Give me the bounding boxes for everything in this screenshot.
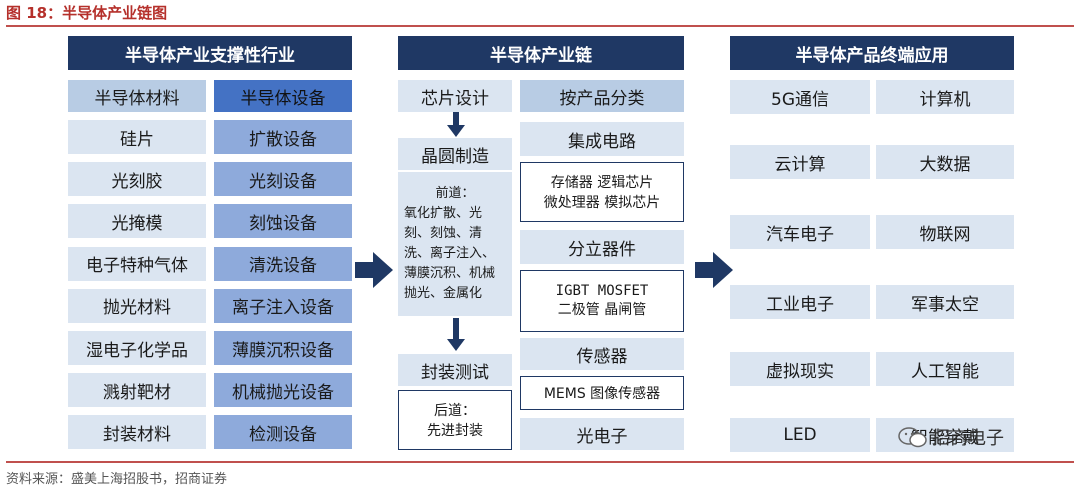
application-item: 虚拟现实: [730, 352, 870, 386]
materials-header: 半导体材料: [68, 80, 206, 112]
figure-title: 图 18：半导体产业链图: [6, 4, 168, 22]
front-end-title: 前道：: [435, 186, 475, 201]
watermark-text: 招商电子: [932, 428, 1004, 449]
optoelectronics-box: 光电子: [520, 418, 684, 450]
sensor-box: 传感器: [520, 338, 684, 370]
equipment-item: 检测设备: [214, 415, 352, 450]
down-arrow-icon: [447, 112, 465, 137]
header-rule: [6, 25, 1074, 27]
equipment-header: 半导体设备: [214, 80, 352, 112]
back-end-line: 先进封装: [427, 423, 483, 439]
equipment-item: 机械抛光设备: [214, 373, 352, 408]
material-item: 电子特种气体: [68, 246, 206, 281]
equipment-item: 离子注入设备: [214, 288, 352, 323]
sensor-detail-line: MEMS 图像传感器: [543, 386, 661, 402]
front-end-line: 刻、刻蚀、清: [404, 226, 483, 241]
wechat-icon: [898, 427, 927, 448]
material-item: 湿电子化学品: [68, 331, 206, 365]
front-end-detail: 前道： 氧化扩散、光 刻、刻蚀、清 洗、离子注入、 薄膜沉积、机械 抛光、金属化: [398, 172, 512, 316]
equipment-item: 薄膜沉积设备: [214, 331, 352, 365]
source-note: 资料来源：盛美上海招股书，招商证券: [6, 472, 228, 487]
application-item: 5G通信: [730, 80, 870, 114]
equipment-item: 扩散设备: [214, 120, 352, 154]
application-item: 工业电子: [730, 285, 870, 319]
application-item: 计算机: [876, 80, 1014, 114]
chip-design-box: 芯片设计: [398, 80, 512, 112]
material-item: 抛光材料: [68, 288, 206, 323]
material-item: 光刻胶: [68, 162, 206, 197]
down-arrow-icon: [447, 318, 465, 351]
sensor-detail: MEMS 图像传感器: [520, 376, 684, 410]
application-item: 军事太空: [876, 285, 1014, 319]
equipment-item: 光刻设备: [214, 162, 352, 197]
application-item: 大数据: [876, 145, 1014, 179]
discrete-box: 分立器件: [520, 230, 684, 264]
discrete-detail: IGBT MOSFET 二极管 晶闸管: [520, 270, 684, 332]
flow-arrow-left-icon: [355, 252, 393, 288]
front-end-line: 洗、离子注入、: [404, 246, 496, 261]
material-item: 封装材料: [68, 415, 206, 450]
material-item: 光掩模: [68, 204, 206, 239]
front-end-line: 氧化扩散、光: [404, 206, 483, 221]
front-end-line: 抛光、金属化: [404, 286, 483, 301]
application-item: 汽车电子: [730, 215, 870, 249]
application-item: LED: [730, 418, 870, 452]
right-column-title: 半导体产品终端应用: [730, 36, 1014, 70]
front-end-line: 薄膜沉积、机械: [404, 266, 496, 281]
equipment-item: 刻蚀设备: [214, 204, 352, 239]
material-item: 溅射靶材: [68, 373, 206, 408]
footer-rule: [6, 461, 1074, 463]
ic-detail-line: 存储器 逻辑芯片: [550, 175, 654, 191]
discrete-detail-line: IGBT MOSFET: [555, 283, 649, 299]
ic-box: 集成电路: [520, 122, 684, 156]
discrete-detail-line: 二极管 晶闸管: [557, 302, 647, 318]
equipment-item: 清洗设备: [214, 246, 352, 281]
by-product-header: 按产品分类: [520, 80, 684, 112]
application-item: 物联网: [876, 215, 1014, 249]
flow-arrow-right-icon: [695, 252, 733, 288]
packaging-test-box: 封装测试: [398, 354, 512, 386]
back-end-detail: 后道： 先进封装: [398, 390, 512, 450]
back-end-title: 后道：: [434, 403, 476, 419]
ic-detail: 存储器 逻辑芯片 微处理器 模拟芯片: [520, 162, 684, 222]
application-item: 人工智能: [876, 352, 1014, 386]
wafer-fab-box: 晶圆制造: [398, 138, 512, 170]
material-item: 硅片: [68, 120, 206, 154]
application-item: 云计算: [730, 145, 870, 179]
middle-column-title: 半导体产业链: [398, 36, 684, 70]
left-column-title: 半导体产业支撑性行业: [68, 36, 352, 70]
watermark: 招商电子: [898, 424, 1004, 450]
ic-detail-line: 微处理器 模拟芯片: [543, 195, 661, 211]
